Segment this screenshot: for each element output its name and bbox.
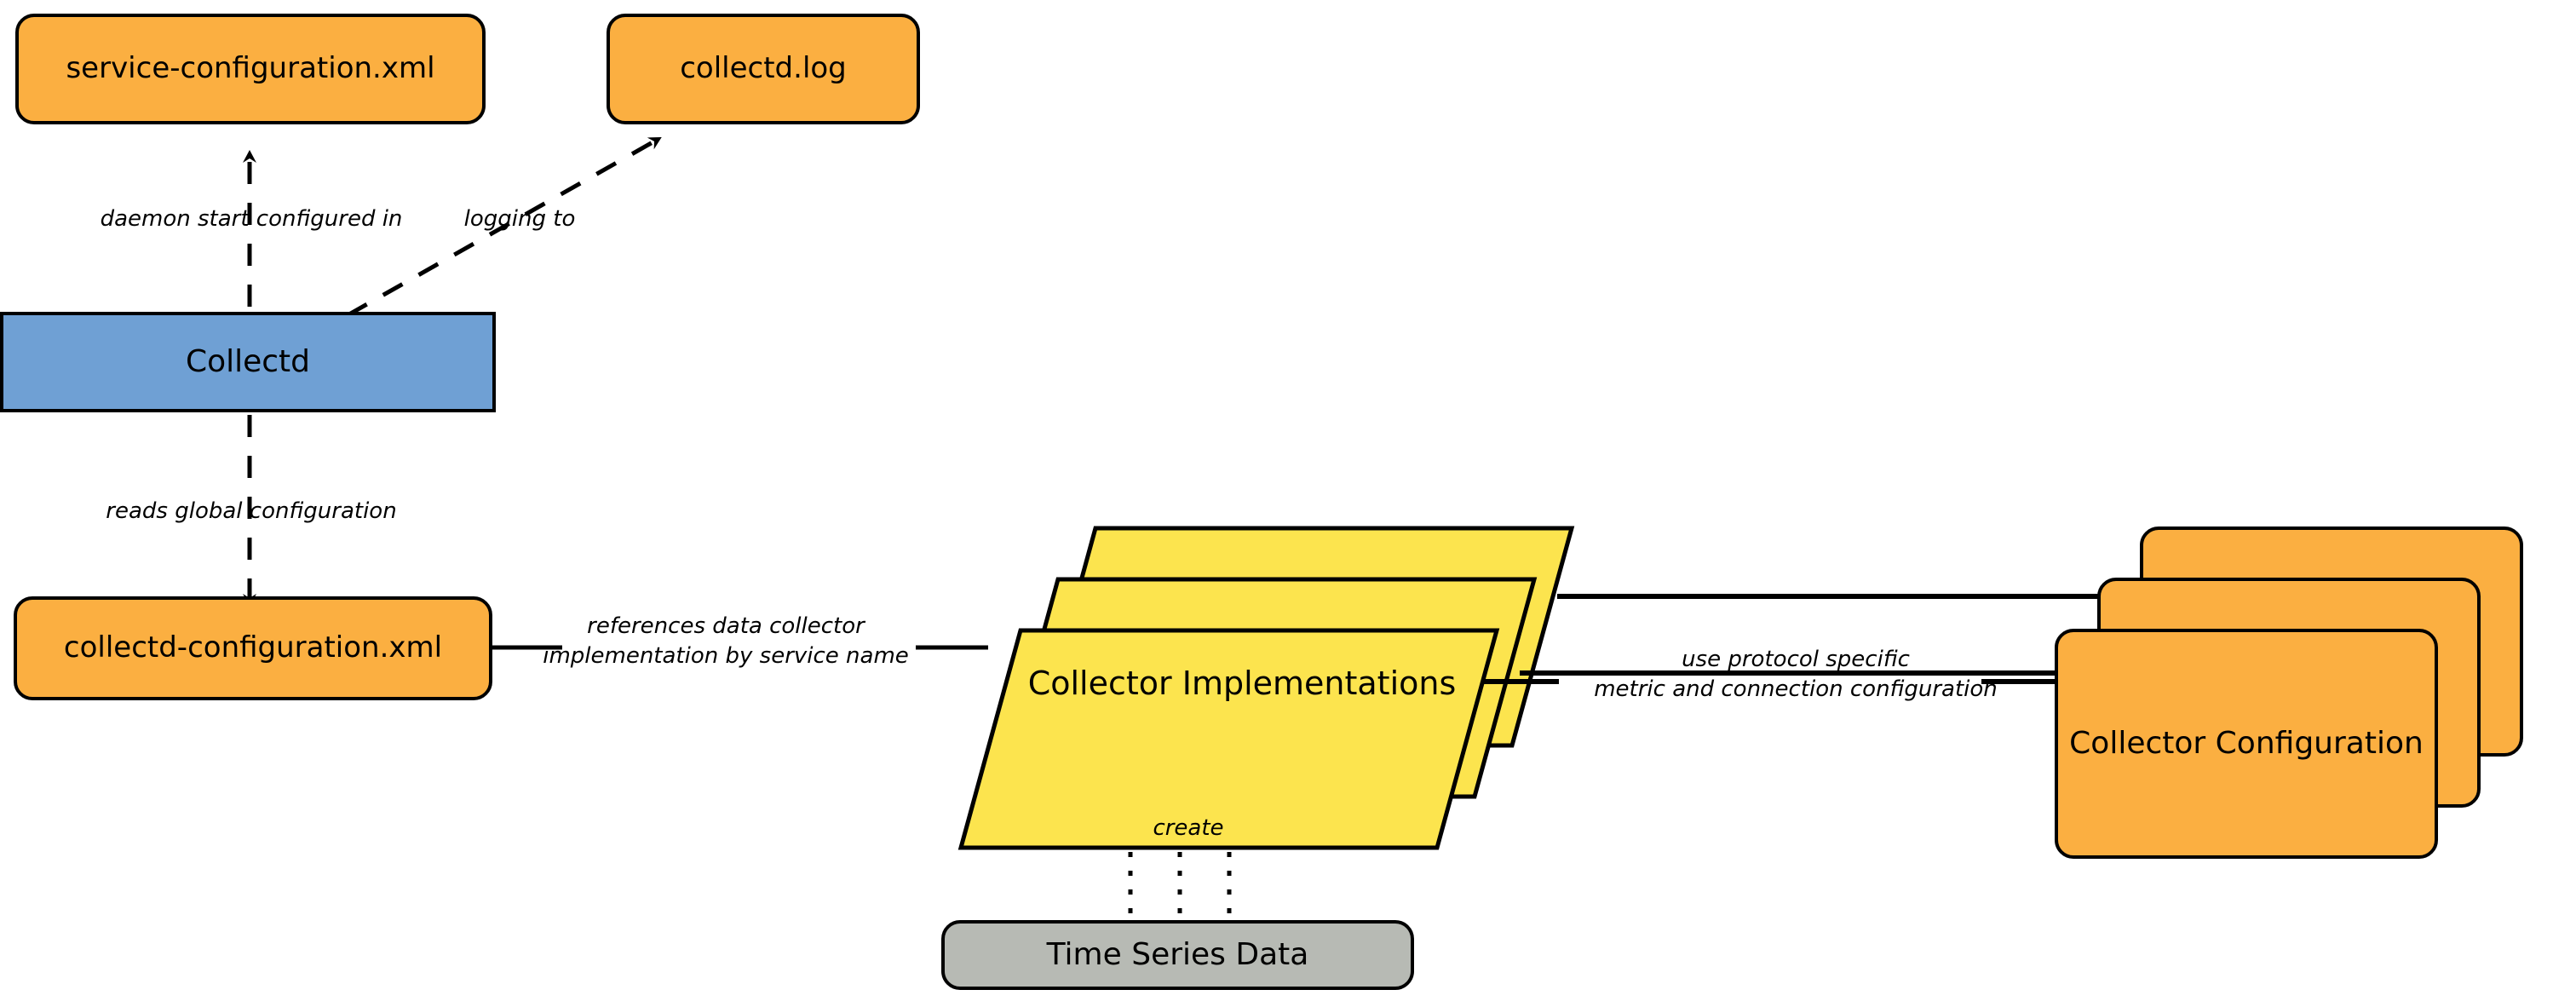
node-service-configuration-xml-label: service-configuration.xml xyxy=(66,51,435,86)
edge-label-references-line1: references data collector xyxy=(587,613,865,639)
node-collectd-log[interactable]: collectd.log xyxy=(607,14,920,124)
node-collectd-label: Collectd xyxy=(185,344,311,380)
node-collector-configuration-label: Collector Configuration xyxy=(2069,726,2424,762)
collector-implementations-stack[interactable] xyxy=(957,526,1575,850)
node-collectd-configuration-xml[interactable]: collectd-configuration.xml xyxy=(14,596,492,700)
node-collectd[interactable]: Collectd xyxy=(0,312,496,412)
edge-use-protocol-specific xyxy=(1482,594,2114,684)
node-collectd-configuration-xml-label: collectd-configuration.xml xyxy=(63,630,443,665)
edge-label-logging-to: logging to xyxy=(463,206,576,232)
edge-label-daemon-start: daemon start configured in xyxy=(100,206,403,232)
node-time-series-data-label: Time Series Data xyxy=(1046,937,1309,973)
edge-logging-to xyxy=(346,135,662,318)
node-collector-configuration-front[interactable]: Collector Configuration xyxy=(2055,629,2438,859)
edge-label-references: references data collector implementation… xyxy=(530,612,922,671)
edge-label-use-protocol-line2: metric and connection configuration xyxy=(1594,676,1998,703)
edge-label-use-protocol-line1: use protocol specific xyxy=(1682,647,1910,672)
edge-label-reads-global-configuration: reads global configuration xyxy=(106,498,397,524)
edge-label-create: create xyxy=(1153,815,1224,841)
node-service-configuration-xml[interactable]: service-configuration.xml xyxy=(15,14,486,124)
node-time-series-data[interactable]: Time Series Data xyxy=(941,920,1414,990)
edge-label-references-line2: implementation by service name xyxy=(543,643,909,670)
edge-label-use-protocol: use protocol specific metric and connect… xyxy=(1549,645,2043,705)
edge-create xyxy=(1117,852,1233,942)
node-collectd-log-label: collectd.log xyxy=(680,51,847,86)
collector-implementation-front xyxy=(957,628,1500,850)
